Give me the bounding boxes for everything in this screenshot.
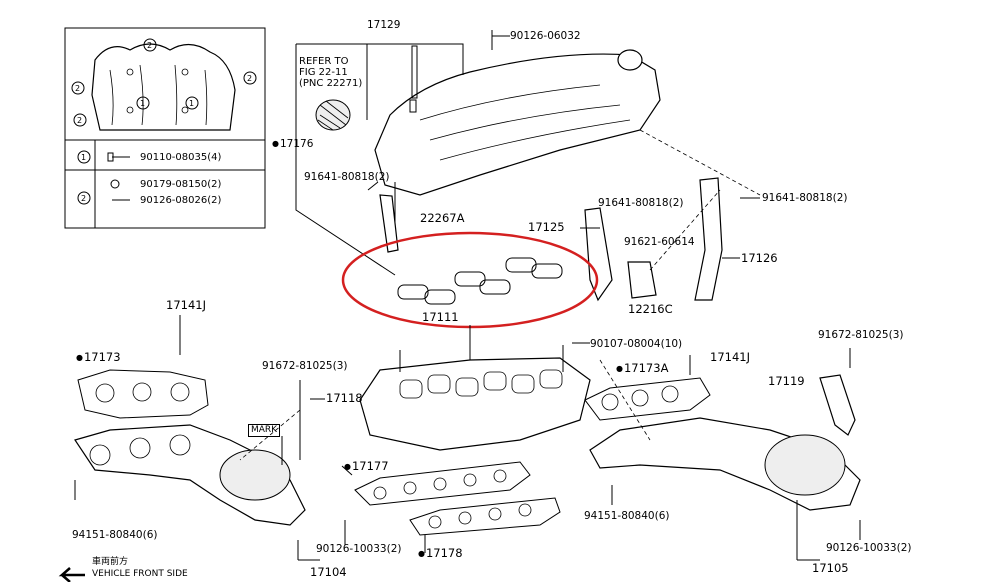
legend-part-3: 90126-08026(2) bbox=[140, 195, 222, 206]
inset-callout-1b: 1 bbox=[140, 99, 145, 108]
label-91672-right[interactable]: 91672-81025(3) bbox=[818, 329, 904, 341]
label-91641-left[interactable]: 91641-80818(2) bbox=[304, 171, 390, 183]
inset-callout-1c: 1 bbox=[189, 99, 194, 108]
label-94151-left[interactable]: 94151-80840(6) bbox=[72, 529, 158, 541]
label-17126[interactable]: 17126 bbox=[741, 251, 778, 265]
filter-mesh bbox=[315, 99, 351, 131]
label-17125[interactable]: 17125 bbox=[528, 220, 565, 234]
bracket-17119 bbox=[819, 374, 856, 436]
label-17141J-right[interactable]: 17141J bbox=[710, 350, 750, 364]
legend-part-1: 90110-08035(4) bbox=[140, 152, 222, 163]
bracket-17125 bbox=[584, 207, 613, 302]
label-17177[interactable]: 17177 bbox=[344, 460, 389, 473]
label-17104[interactable]: 17104 bbox=[310, 565, 347, 579]
label-12216C[interactable]: 12216C bbox=[628, 302, 673, 316]
label-17178[interactable]: 17178 bbox=[418, 547, 463, 560]
left-exhaust-manifold bbox=[74, 369, 306, 526]
label-17111[interactable]: 17111 bbox=[422, 310, 459, 324]
label-91641-middle[interactable]: 91641-80818(2) bbox=[598, 197, 684, 209]
legend-marker-2: 2 bbox=[81, 194, 86, 203]
bracket-12216C bbox=[627, 261, 657, 299]
label-90126-10033-right[interactable]: 90126-10033(2) bbox=[826, 542, 912, 554]
lower-intake-manifold bbox=[359, 342, 591, 451]
label-17173A[interactable]: 17173A bbox=[616, 362, 668, 375]
legend-marker-1: 1 bbox=[81, 153, 86, 162]
inset-box bbox=[64, 27, 266, 229]
label-mark[interactable]: MARK bbox=[248, 424, 281, 437]
label-91621-60614[interactable]: 91621-60614 bbox=[624, 236, 695, 248]
intake-plenum bbox=[374, 45, 661, 196]
front-label-en: VEHICLE FRONT SIDE bbox=[92, 569, 188, 579]
legend-part-2: 90179-08150(2) bbox=[140, 179, 222, 190]
label-22267A[interactable]: 22267A bbox=[420, 211, 465, 225]
inset-callout-2c: 2 bbox=[77, 116, 82, 125]
refer-note: REFER TO FIG 22-11 (PNC 22271) bbox=[299, 56, 363, 89]
bracket-17126 bbox=[694, 177, 723, 301]
label-17118[interactable]: 17118 bbox=[326, 391, 363, 405]
label-91672-left[interactable]: 91672-81025(3) bbox=[262, 360, 348, 372]
front-arrow-icon bbox=[58, 567, 85, 582]
label-17173[interactable]: 17173 bbox=[76, 351, 121, 364]
label-17176[interactable]: 17176 bbox=[272, 139, 313, 150]
label-17141J-left[interactable]: 17141J bbox=[166, 298, 206, 312]
highlight-ellipse bbox=[341, 231, 599, 329]
inset-callout-2b: 2 bbox=[247, 74, 252, 83]
label-91641-right[interactable]: 91641-80818(2) bbox=[762, 192, 848, 204]
gasket-17178 bbox=[409, 497, 561, 536]
right-exhaust-manifold bbox=[584, 377, 861, 511]
label-17129[interactable]: 17129 bbox=[367, 19, 401, 31]
label-90126-10033-left[interactable]: 90126-10033(2) bbox=[316, 543, 402, 555]
label-17105[interactable]: 17105 bbox=[812, 561, 849, 575]
label-90107-08004[interactable]: 90107-08004(10) bbox=[590, 338, 683, 350]
label-90126-06032[interactable]: 90126-06032 bbox=[510, 30, 581, 42]
bracket-22267A bbox=[379, 194, 399, 253]
label-94151-right[interactable]: 94151-80840(6) bbox=[584, 510, 670, 522]
label-17119[interactable]: 17119 bbox=[768, 374, 805, 388]
gasket-17111 bbox=[397, 257, 563, 305]
inset-callout-1a: 2 bbox=[75, 84, 80, 93]
front-label-jp: 車両前方 bbox=[92, 557, 129, 567]
gasket-17177 bbox=[354, 461, 531, 506]
inset-callout-2a: 2 bbox=[147, 41, 152, 50]
